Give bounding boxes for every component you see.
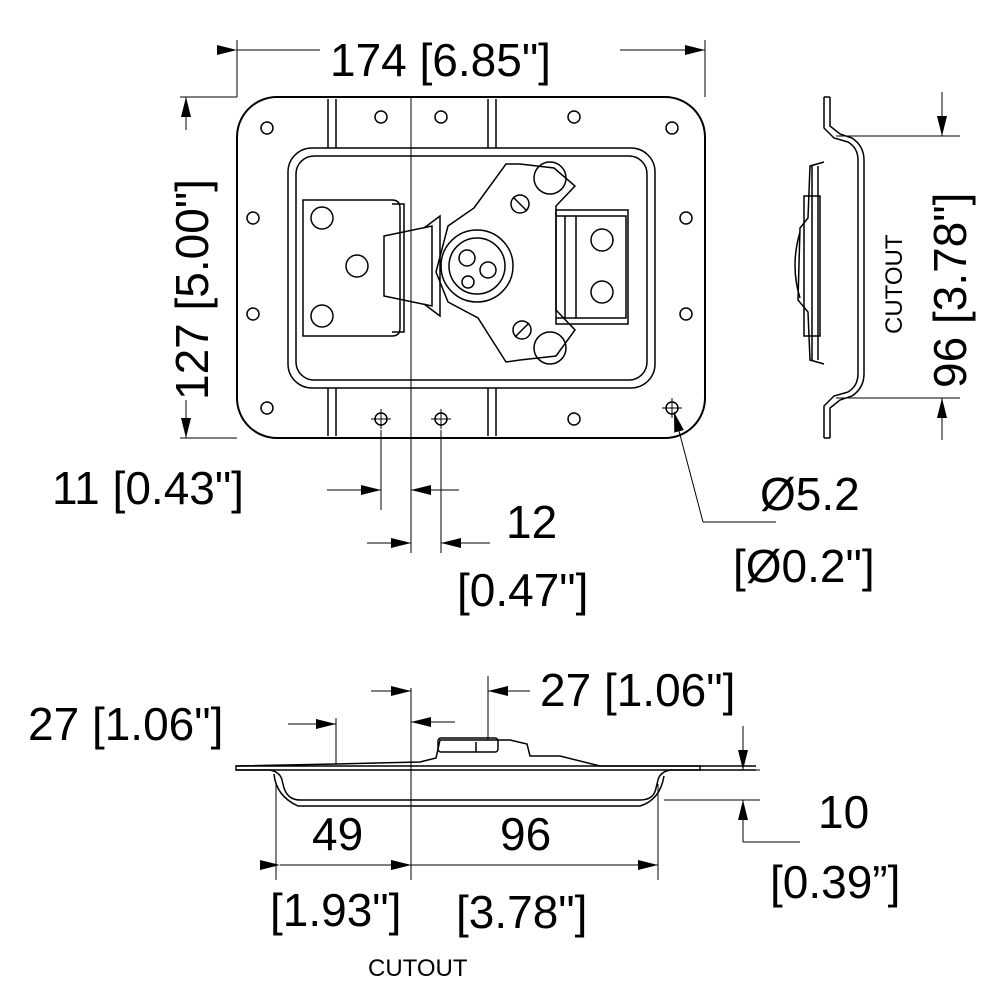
recessed-dish-inner <box>295 155 648 381</box>
side-dimensions: 96 [3.78"] CUTOUT <box>836 92 976 440</box>
side-height-dimension: 96 [3.78"] <box>924 193 976 388</box>
bottom-view <box>235 737 756 807</box>
height-dimension: 127 [5.00"] <box>166 179 218 400</box>
depth-dimension-in: [0.39”] <box>770 856 900 908</box>
left-hinge-plate <box>302 199 405 337</box>
bottom-dimensions: 27 [1.06"] 27 [1.06"] 10 [0.39”] 49 [1.9… <box>28 664 900 982</box>
depth-dimension-mm: 10 <box>818 786 869 838</box>
top-left-dimension: 27 [1.06"] <box>28 698 223 750</box>
side-cutout-caption: CUTOUT <box>881 234 908 334</box>
hole-right-dimension-mm: 12 <box>506 496 557 548</box>
top-right-dimension: 27 [1.06"] <box>540 664 735 716</box>
hole-diameter-mm: Ø5.2 <box>760 468 860 520</box>
bottom-cutout-caption: CUTOUT <box>368 955 468 982</box>
front-dimensions: 174 [6.85"] 127 [5.00"] 11 [0.43"] 12 [0… <box>52 34 875 616</box>
outer-flange <box>236 96 706 439</box>
width-dimension: 174 [6.85"] <box>330 34 551 86</box>
hinge-link <box>383 214 441 318</box>
butterfly-handle <box>435 161 577 365</box>
left-cutout-mm: 49 <box>312 808 363 860</box>
right-cutout-in: [3.78"] <box>456 886 587 938</box>
hole-right-dimension-in: [0.47"] <box>457 564 588 616</box>
right-cutout-mm: 96 <box>500 808 551 860</box>
hole-center-marks <box>371 398 682 429</box>
right-keeper <box>555 209 629 325</box>
hole-left-dimension: 11 [0.43"] <box>52 462 244 514</box>
side-view <box>794 96 865 439</box>
front-view <box>236 96 706 553</box>
flange-bend-lines <box>327 99 497 436</box>
hole-diameter-in: [Ø0.2"] <box>733 540 875 592</box>
recessed-dish <box>287 147 656 389</box>
left-cutout-in: [1.93"] <box>270 884 401 936</box>
